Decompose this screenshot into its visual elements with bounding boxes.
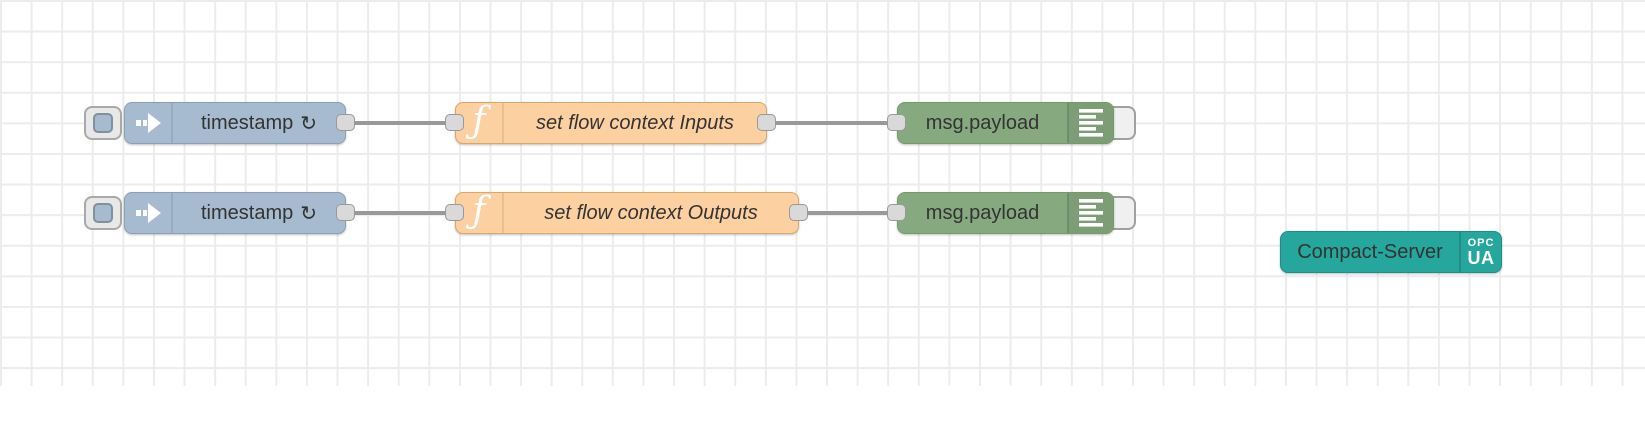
- function-node-1[interactable]: ƒ set flow context Inputs: [455, 102, 767, 144]
- inject-arrow-icon: [135, 203, 161, 223]
- opcua-badge-top: OPC: [1467, 236, 1495, 249]
- function1-icon-region: ƒ: [456, 103, 504, 143]
- function-node-2[interactable]: ƒ set flow context Outputs: [455, 192, 799, 234]
- debug1-input-port[interactable]: [887, 114, 906, 131]
- inject-arrow-icon: [135, 113, 161, 133]
- inject1-trigger-button[interactable]: [84, 106, 122, 140]
- debug-node-1[interactable]: msg.payload: [897, 102, 1114, 144]
- wire-function1-debug1[interactable]: [767, 121, 897, 125]
- function2-input-port[interactable]: [445, 204, 464, 221]
- debug2-input-port[interactable]: [887, 204, 906, 221]
- inject1-label-text: timestamp: [200, 111, 294, 134]
- opcua-badge-bottom: UA: [1467, 247, 1495, 268]
- console-lines-icon: [1078, 199, 1103, 227]
- node-label: Compact-Server: [1297, 240, 1443, 263]
- debug2-icon-region: [1067, 193, 1113, 233]
- node-label: msg.payload: [925, 201, 1040, 224]
- debug1-icon-region: [1067, 103, 1113, 143]
- inject2-label-text: timestamp: [200, 201, 294, 224]
- function1-input-port[interactable]: [445, 114, 464, 131]
- console-lines-icon: [1078, 109, 1103, 137]
- repeat-icon: ↻: [300, 112, 317, 135]
- function2-icon-region: ƒ: [456, 193, 504, 233]
- inject1-icon-region: [125, 103, 173, 143]
- node-label: set flow context Outputs: [544, 201, 758, 224]
- function-icon: ƒ: [472, 100, 486, 141]
- debug-node-2[interactable]: msg.payload: [897, 192, 1114, 234]
- inject2-trigger-button[interactable]: [84, 196, 122, 230]
- function1-output-port[interactable]: [757, 114, 776, 131]
- inject1-output-port[interactable]: [336, 114, 355, 131]
- node-label: timestamp ↻: [173, 103, 345, 143]
- opcua-server-node[interactable]: Compact-Server OPC UA: [1280, 231, 1502, 273]
- opcua-badge-icon: OPC UA: [1459, 232, 1501, 272]
- node-label: set flow context Inputs: [536, 111, 734, 134]
- node-label: timestamp ↻: [173, 193, 345, 233]
- wire-inject2-function2[interactable]: [346, 211, 455, 215]
- wire-inject1-function1[interactable]: [346, 121, 455, 125]
- node-label: msg.payload: [925, 111, 1040, 134]
- repeat-icon: ↻: [300, 202, 317, 225]
- wire-function2-debug2[interactable]: [799, 211, 897, 215]
- inject1-button-face: [93, 113, 113, 133]
- inject2-button-face: [93, 203, 113, 223]
- function-icon: ƒ: [472, 190, 486, 231]
- function2-output-port[interactable]: [789, 204, 808, 221]
- inject-node-1[interactable]: timestamp ↻: [124, 102, 346, 144]
- inject2-icon-region: [125, 193, 173, 233]
- inject-node-2[interactable]: timestamp ↻: [124, 192, 346, 234]
- inject2-output-port[interactable]: [336, 204, 355, 221]
